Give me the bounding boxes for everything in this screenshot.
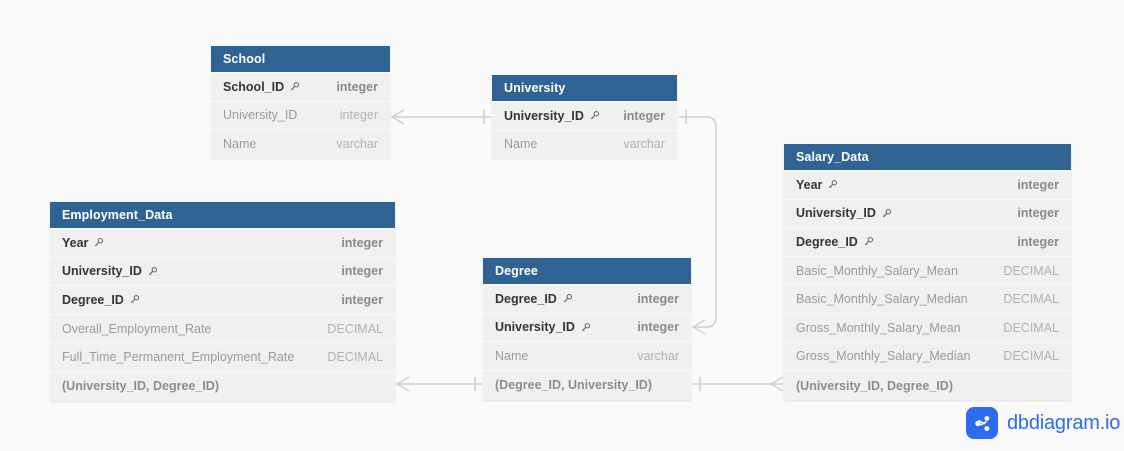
field-type-school-name: varchar: [336, 136, 378, 151]
field-row-university-id[interactable]: University_ID integer: [492, 101, 677, 130]
table-card-university[interactable]: University University_ID integer Name va…: [492, 75, 677, 159]
table-header-school[interactable]: School: [211, 46, 390, 72]
key-icon: [562, 293, 573, 304]
field-name-basic-monthly-salary-mean: Basic_Monthly_Salary_Mean: [796, 263, 958, 278]
field-type-university-id: integer: [623, 108, 665, 123]
field-name-employment-year: Year: [62, 236, 104, 250]
field-type-salary-year: integer: [1017, 177, 1059, 192]
field-type-degree-name: varchar: [637, 348, 679, 363]
field-name-full-time-permanent-employment-rate: Full_Time_Permanent_Employment_Rate: [62, 350, 295, 365]
field-type-overall-employment-rate: DECIMAL: [327, 321, 383, 336]
table-card-degree[interactable]: Degree Degree_ID integer University_ID i…: [483, 258, 691, 400]
composite-key-degree[interactable]: (Degree_ID, University_ID): [483, 369, 691, 400]
field-name-employment-degree-id: Degree_ID: [62, 293, 140, 307]
field-name-school-name: Name: [223, 136, 257, 151]
field-type-salary-degree-id: integer: [1017, 234, 1059, 249]
field-row-basic-monthly-salary-mean[interactable]: Basic_Monthly_Salary_Mean DECIMAL: [784, 255, 1071, 285]
field-row-employment-degree-id[interactable]: Degree_ID integer: [50, 285, 395, 314]
brand-label: dbdiagram.io: [1007, 411, 1121, 434]
field-name-degree-id: Degree_ID: [495, 292, 573, 306]
field-type-employment-university-id: integer: [341, 264, 383, 279]
field-row-university-name[interactable]: Name varchar: [492, 129, 677, 159]
table-header-employment-data[interactable]: Employment_Data: [50, 202, 395, 228]
relationship-degree-salary: [693, 376, 784, 392]
field-row-degree-university-id[interactable]: University_ID integer: [483, 312, 691, 342]
field-row-gross-monthly-salary-median[interactable]: Gross_Monthly_Salary_Median DECIMAL: [784, 341, 1071, 371]
field-name-salary-degree-id: Degree_ID: [796, 235, 874, 249]
field-row-degree-id[interactable]: Degree_ID integer: [483, 284, 691, 313]
field-type-basic-monthly-salary-median: DECIMAL: [1003, 292, 1059, 307]
table-card-employment-data[interactable]: Employment_Data Year integer University_…: [50, 202, 395, 401]
key-icon: [129, 294, 140, 305]
field-row-employment-year[interactable]: Year integer: [50, 228, 395, 257]
relationship-employment-degree: [395, 376, 482, 392]
field-name-gross-monthly-salary-mean: Gross_Monthly_Salary_Mean: [796, 320, 961, 335]
key-icon: [589, 110, 600, 121]
field-row-gross-monthly-salary-mean[interactable]: Gross_Monthly_Salary_Mean DECIMAL: [784, 312, 1071, 342]
field-type-school-university-id: integer: [339, 108, 378, 123]
field-row-employment-university-id[interactable]: University_ID integer: [50, 256, 395, 286]
field-row-full-time-permanent-employment-rate[interactable]: Full_Time_Permanent_Employment_Rate DECI…: [50, 342, 395, 371]
field-type-university-name: varchar: [623, 137, 665, 152]
field-type-salary-university-id: integer: [1017, 206, 1059, 221]
field-name-school-university-id: University_ID: [223, 108, 298, 123]
field-type-gross-monthly-salary-median: DECIMAL: [1003, 349, 1059, 364]
table-header-salary-data[interactable]: Salary_Data: [784, 144, 1071, 170]
field-type-gross-monthly-salary-mean: DECIMAL: [1003, 320, 1059, 335]
key-icon: [93, 237, 104, 248]
field-name-employment-university-id: University_ID: [62, 264, 158, 278]
composite-key-salary-data[interactable]: (University_ID, Degree_ID): [784, 370, 1071, 400]
field-row-salary-university-id[interactable]: University_ID integer: [784, 198, 1071, 228]
key-icon: [580, 322, 591, 333]
key-icon: [147, 266, 158, 277]
field-name-school-id: School_ID: [223, 80, 300, 94]
field-type-basic-monthly-salary-mean: DECIMAL: [1003, 263, 1059, 278]
field-row-degree-name[interactable]: Name varchar: [483, 341, 691, 370]
table-card-salary-data[interactable]: Salary_Data Year integer University_ID i…: [784, 144, 1071, 401]
table-header-degree[interactable]: Degree: [483, 258, 691, 284]
table-header-university[interactable]: University: [492, 75, 677, 101]
field-row-school-name[interactable]: Name varchar: [211, 129, 390, 158]
field-name-degree-university-id: University_ID: [495, 320, 591, 334]
field-name-salary-university-id: University_ID: [796, 206, 892, 220]
field-name-university-id: University_ID: [504, 109, 600, 123]
field-row-basic-monthly-salary-median[interactable]: Basic_Monthly_Salary_Median DECIMAL: [784, 284, 1071, 313]
composite-key-employment-data[interactable]: (University_ID, Degree_ID): [50, 370, 395, 401]
field-row-salary-year[interactable]: Year integer: [784, 170, 1071, 199]
field-type-school-id: integer: [336, 79, 378, 94]
field-type-degree-id: integer: [637, 291, 679, 306]
field-name-basic-monthly-salary-median: Basic_Monthly_Salary_Median: [796, 292, 968, 307]
field-row-salary-degree-id[interactable]: Degree_ID integer: [784, 227, 1071, 256]
key-icon: [827, 179, 838, 190]
relationship-school-university: [390, 109, 491, 125]
field-name-university-name: Name: [504, 137, 538, 152]
field-type-full-time-permanent-employment-rate: DECIMAL: [327, 350, 383, 365]
field-type-employment-degree-id: integer: [341, 292, 383, 307]
field-row-school-id[interactable]: School_ID integer: [211, 72, 390, 101]
share-nodes-icon: [966, 407, 998, 439]
table-card-school[interactable]: School School_ID integer University_ID i…: [211, 46, 390, 158]
key-icon: [881, 208, 892, 219]
field-name-overall-employment-rate: Overall_Employment_Rate: [62, 321, 212, 336]
field-type-employment-year: integer: [341, 235, 383, 250]
dbdiagram-brand[interactable]: dbdiagram.io: [966, 407, 1120, 439]
field-row-overall-employment-rate[interactable]: Overall_Employment_Rate DECIMAL: [50, 313, 395, 343]
field-type-degree-university-id: integer: [637, 320, 679, 335]
key-icon: [863, 236, 874, 247]
field-name-gross-monthly-salary-median: Gross_Monthly_Salary_Median: [796, 349, 971, 364]
field-name-salary-year: Year: [796, 178, 838, 192]
key-icon: [289, 81, 300, 92]
field-name-degree-name: Name: [495, 348, 529, 363]
field-row-school-university-id[interactable]: University_ID integer: [211, 100, 390, 130]
